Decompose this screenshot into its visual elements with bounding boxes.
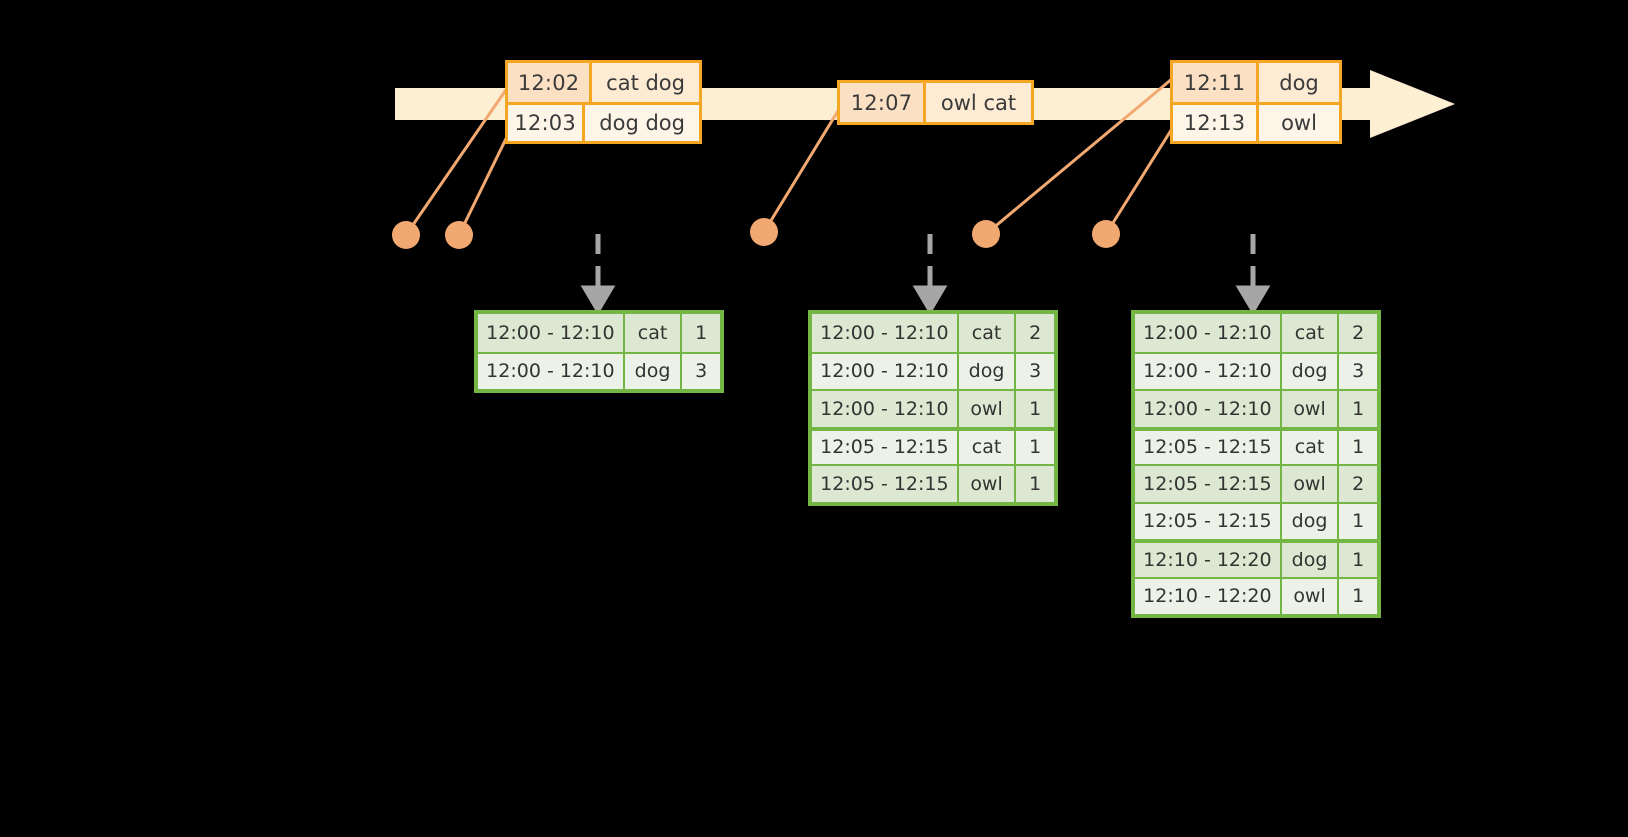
cell-word: cat <box>1282 430 1340 464</box>
cell-window: 12:10 - 12:20 <box>1135 543 1282 577</box>
cell-count: 3 <box>1029 360 1042 383</box>
cell-count: 2 <box>1352 472 1365 495</box>
cell-word: dog <box>625 353 683 389</box>
cell-count: 1 <box>1029 472 1042 495</box>
event-dot-group <box>392 218 1120 249</box>
cell-window: 12:05 - 12:15 <box>1135 503 1282 539</box>
cell-count: 1 <box>1352 548 1365 571</box>
event-time: 12:03 <box>508 105 586 141</box>
cell-window: 12:00 - 12:10 <box>1135 314 1282 352</box>
cell-word: cat <box>959 314 1017 352</box>
event-dot <box>445 221 473 249</box>
cell-window: 12:00 - 12:10 <box>1135 391 1282 427</box>
event-time: 12:11 <box>1173 63 1259 102</box>
dashed-arrow-to-table-2 <box>912 234 948 315</box>
cell-count: 1 <box>695 321 708 344</box>
cell-word: owl <box>959 466 1017 502</box>
dashed-arrow-group <box>580 234 1271 315</box>
event-dot <box>1092 220 1120 248</box>
event-words: dog dog <box>585 105 699 141</box>
cell-count: 1 <box>1352 397 1365 420</box>
cell-word: owl <box>1282 466 1340 502</box>
event-time: 12:02 <box>508 63 593 102</box>
event-dot <box>392 221 420 249</box>
cell-window: 12:05 - 12:15 <box>812 430 959 464</box>
cell-window: 12:00 - 12:10 <box>1135 353 1282 389</box>
cell-count: 3 <box>695 360 708 383</box>
cell-window: 12:05 - 12:15 <box>1135 466 1282 502</box>
cell-window: 12:00 - 12:10 <box>812 353 959 389</box>
cell-word: cat <box>959 430 1017 464</box>
cell-count: 2 <box>1029 321 1042 344</box>
event-time: 12:07 <box>840 83 926 122</box>
cell-word: dog <box>1282 353 1340 389</box>
cell-word: dog <box>959 353 1017 389</box>
cell-window: 12:00 - 12:10 <box>812 391 959 427</box>
dashed-arrow-to-table-3 <box>1235 234 1271 315</box>
cell-window: 12:05 - 12:15 <box>1135 430 1282 464</box>
dashed-arrow-to-table-1 <box>580 234 616 315</box>
cell-count: 1 <box>1029 397 1042 420</box>
cell-count: 1 <box>1352 585 1365 608</box>
cell-word: owl <box>1282 578 1340 614</box>
cell-window: 12:00 - 12:10 <box>478 314 625 352</box>
cell-window: 12:00 - 12:10 <box>812 314 959 352</box>
cell-word: cat <box>1282 314 1340 352</box>
event-words: cat dog <box>592 63 699 102</box>
event-dot <box>750 218 778 246</box>
cell-word: cat <box>625 314 683 352</box>
cell-window: 12:00 - 12:10 <box>478 353 625 389</box>
cell-window: 12:05 - 12:15 <box>812 466 959 502</box>
cell-count: 1 <box>1029 436 1042 459</box>
cell-window: 12:10 - 12:20 <box>1135 578 1282 614</box>
cell-word: dog <box>1282 543 1340 577</box>
event-dot <box>972 220 1000 248</box>
event-words: owl cat <box>926 83 1031 122</box>
cell-count: 1 <box>1352 510 1365 533</box>
event-time: 12:13 <box>1173 105 1259 141</box>
cell-word: owl <box>959 391 1017 427</box>
event-words: dog <box>1259 63 1339 102</box>
cell-word: owl <box>1282 391 1340 427</box>
cell-count: 1 <box>1352 436 1365 459</box>
cell-count: 3 <box>1352 360 1365 383</box>
cell-word: dog <box>1282 503 1340 539</box>
event-words: owl <box>1259 105 1339 141</box>
cell-count: 2 <box>1352 321 1365 344</box>
